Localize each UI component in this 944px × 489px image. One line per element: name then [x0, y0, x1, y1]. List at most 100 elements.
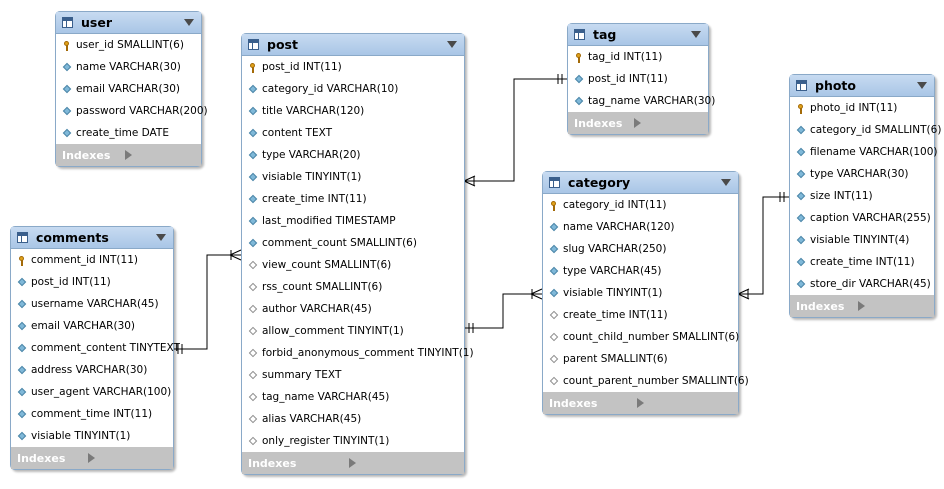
- column-row[interactable]: title VARCHAR(120): [242, 100, 464, 122]
- expand-arrow-icon[interactable]: [634, 118, 701, 128]
- column-icon-wrap: [247, 326, 258, 336]
- column-label: name VARCHAR(120): [563, 221, 675, 233]
- column-row[interactable]: user_id SMALLINT(6): [56, 34, 201, 56]
- column-row[interactable]: name VARCHAR(30): [56, 56, 201, 78]
- column-row[interactable]: password VARCHAR(200): [56, 100, 208, 122]
- column-row[interactable]: visiable TINYINT(1): [11, 425, 173, 447]
- indexes-section[interactable]: Indexes: [242, 452, 464, 474]
- column-row[interactable]: tag_name VARCHAR(45): [242, 386, 464, 408]
- column-row[interactable]: type VARCHAR(45): [543, 260, 738, 282]
- column-row[interactable]: name VARCHAR(120): [543, 216, 738, 238]
- expand-arrow-icon[interactable]: [636, 398, 732, 408]
- column-row[interactable]: view_count SMALLINT(6): [242, 254, 464, 276]
- relationship-post-tag: [464, 78, 567, 182]
- column-row[interactable]: alias VARCHAR(45): [242, 408, 464, 430]
- column-row[interactable]: visiable TINYINT(1): [242, 166, 464, 188]
- column-row[interactable]: comment_id INT(11): [11, 249, 173, 271]
- column-row[interactable]: comment_time INT(11): [11, 403, 173, 425]
- table-header-user[interactable]: user: [56, 12, 201, 34]
- column-row[interactable]: post_id INT(11): [11, 271, 173, 293]
- column-label: post_id INT(11): [31, 276, 111, 288]
- column-row[interactable]: create_time INT(11): [543, 304, 738, 326]
- expand-arrow-icon[interactable]: [858, 301, 927, 311]
- column-row[interactable]: slug VARCHAR(250): [543, 238, 738, 260]
- collapse-arrow-icon[interactable]: [917, 82, 927, 89]
- column-row[interactable]: last_modified TIMESTAMP: [242, 210, 464, 232]
- diamond-icon: [62, 106, 71, 116]
- collapse-arrow-icon[interactable]: [184, 19, 194, 26]
- column-label: comment_count SMALLINT(6): [262, 237, 417, 249]
- column-row[interactable]: category_id VARCHAR(10): [242, 78, 464, 100]
- column-icon-wrap: [16, 321, 27, 331]
- column-row[interactable]: parent SMALLINT(6): [543, 348, 738, 370]
- column-row[interactable]: filename VARCHAR(100): [790, 141, 938, 163]
- column-row[interactable]: count_child_number SMALLINT(6): [543, 326, 739, 348]
- column-row[interactable]: type VARCHAR(20): [242, 144, 464, 166]
- table-name: post: [267, 37, 298, 52]
- collapse-arrow-icon[interactable]: [691, 31, 701, 38]
- table-header-photo[interactable]: photo: [790, 75, 934, 97]
- indexes-section[interactable]: Indexes: [790, 295, 934, 317]
- column-row[interactable]: user_agent VARCHAR(100): [11, 381, 173, 403]
- indexes-section[interactable]: Indexes: [568, 112, 708, 134]
- column-row[interactable]: tag_id INT(11): [568, 46, 708, 68]
- column-row[interactable]: create_time INT(11): [790, 251, 934, 273]
- collapse-arrow-icon[interactable]: [721, 179, 731, 186]
- table-header-comments[interactable]: comments: [11, 227, 173, 249]
- column-row[interactable]: email VARCHAR(30): [11, 315, 173, 337]
- column-row[interactable]: type VARCHAR(30): [790, 163, 934, 185]
- column-row[interactable]: allow_comment TINYINT(1): [242, 320, 464, 342]
- column-icon-wrap: [16, 255, 27, 266]
- column-icon-wrap: [795, 235, 806, 245]
- column-row[interactable]: only_register TINYINT(1): [242, 430, 464, 452]
- column-row[interactable]: count_parent_number SMALLINT(6): [543, 370, 749, 392]
- column-row[interactable]: tag_name VARCHAR(30): [568, 90, 715, 112]
- table-header-post[interactable]: post: [242, 34, 464, 56]
- column-row[interactable]: forbid_anonymous_comment TINYINT(1): [242, 342, 474, 364]
- column-icon-wrap: [548, 288, 559, 298]
- expand-arrow-icon[interactable]: [124, 150, 195, 160]
- table-header-category[interactable]: category: [543, 172, 738, 194]
- diamond-icon: [796, 147, 805, 157]
- column-row[interactable]: store_dir VARCHAR(45): [790, 273, 934, 295]
- indexes-section[interactable]: Indexes: [11, 447, 173, 469]
- collapse-arrow-icon[interactable]: [156, 234, 166, 241]
- column-row[interactable]: rss_count SMALLINT(6): [242, 276, 464, 298]
- column-row[interactable]: category_id SMALLINT(6): [790, 119, 941, 141]
- column-row[interactable]: author VARCHAR(45): [242, 298, 464, 320]
- diamond-icon: [248, 128, 257, 138]
- column-row[interactable]: visiable TINYINT(4): [790, 229, 934, 251]
- column-row[interactable]: create_time DATE: [56, 122, 201, 144]
- column-row[interactable]: summary TEXT: [242, 364, 464, 386]
- column-row[interactable]: create_time INT(11): [242, 188, 464, 210]
- table-header-tag[interactable]: tag: [568, 24, 708, 46]
- column-row[interactable]: caption VARCHAR(255): [790, 207, 934, 229]
- column-icon-wrap: [247, 260, 258, 270]
- column-row[interactable]: address VARCHAR(30): [11, 359, 173, 381]
- column-row[interactable]: category_id INT(11): [543, 194, 738, 216]
- column-row[interactable]: comment_count SMALLINT(6): [242, 232, 464, 254]
- column-row[interactable]: size INT(11): [790, 185, 934, 207]
- collapse-arrow-icon[interactable]: [447, 41, 457, 48]
- column-row[interactable]: photo_id INT(11): [790, 97, 934, 119]
- column-row[interactable]: post_id INT(11): [242, 56, 464, 78]
- column-row[interactable]: comment_content TINYTEXT: [11, 337, 180, 359]
- column-icon-wrap: [573, 96, 584, 106]
- expand-arrow-icon[interactable]: [88, 453, 166, 463]
- indexes-section[interactable]: Indexes: [56, 144, 201, 166]
- column-row[interactable]: content TEXT: [242, 122, 464, 144]
- column-row[interactable]: visiable TINYINT(1): [543, 282, 738, 304]
- column-row[interactable]: email VARCHAR(30): [56, 78, 201, 100]
- expand-arrow-icon[interactable]: [349, 458, 457, 468]
- indexes-section[interactable]: Indexes: [543, 392, 738, 414]
- diamond-icon: [62, 128, 71, 138]
- diamond-icon: [796, 279, 805, 289]
- column-row[interactable]: post_id INT(11): [568, 68, 708, 90]
- table-post[interactable]: post post_id INT(11)category_id VARCHAR(1…: [241, 33, 474, 475]
- column-row[interactable]: username VARCHAR(45): [11, 293, 173, 315]
